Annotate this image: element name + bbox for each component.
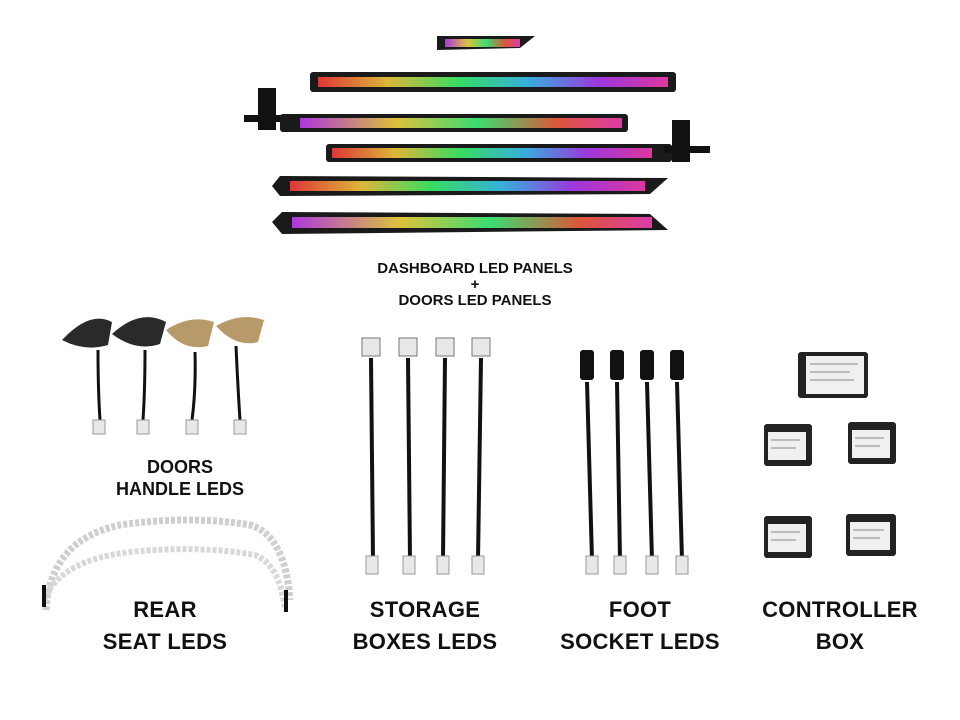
- foot-socket-caption-line1: FOOT: [608, 597, 672, 622]
- rear-seat-caption-line2: SEAT LEDS: [102, 629, 228, 654]
- storage-caption-line1: STORAGE: [369, 597, 481, 622]
- handle-led-2: [112, 317, 166, 435]
- storage-led-3: [435, 337, 455, 575]
- panel-3: [326, 120, 710, 162]
- doors-handle-caption-line1: DOORS: [146, 457, 213, 477]
- panel-2: [244, 88, 628, 132]
- storage-caption: STORAGE BOXES LEDS: [330, 594, 520, 658]
- doors-handle-caption-line2: HANDLE LEDS: [115, 479, 244, 499]
- controller-caption: CONTROLLER BOX: [745, 594, 935, 658]
- rear-seat-leds: [41, 516, 294, 612]
- dashboard-caption-plus: +: [470, 276, 480, 293]
- controller-main: [798, 352, 868, 398]
- dashboard-led-panels: [244, 36, 710, 234]
- handle-led-4: [216, 317, 264, 435]
- foot-led-3: [640, 350, 659, 575]
- handle-led-1: [62, 318, 112, 435]
- dashboard-caption-line2: DOORS LED PANELS: [398, 292, 552, 309]
- doors-handle-caption: DOORS HANDLE LEDS: [70, 456, 290, 500]
- rear-seat-caption: REAR SEAT LEDS: [60, 594, 270, 658]
- controller-caption-line2: BOX: [815, 629, 865, 654]
- dashboard-caption-line1: DASHBOARD LED PANELS: [377, 260, 573, 277]
- rear-seat-caption-line1: REAR: [133, 597, 197, 622]
- storage-led-1: [361, 337, 381, 575]
- foot-socket-caption: FOOT SOCKET LEDS: [540, 594, 740, 658]
- controller-boxes: [764, 352, 896, 558]
- storage-led-4: [471, 337, 491, 575]
- controller-5: [846, 514, 896, 556]
- foot-led-2: [610, 350, 627, 575]
- handle-led-3: [166, 319, 214, 435]
- foot-socket-leds: [580, 350, 689, 575]
- controller-caption-line1: CONTROLLER: [762, 597, 918, 622]
- foot-led-1: [580, 350, 599, 575]
- storage-led-2: [398, 337, 418, 575]
- dashboard-caption: DASHBOARD LED PANELS + DOORS LED PANELS: [330, 260, 620, 310]
- door-handle-leds: [62, 317, 264, 435]
- controller-2: [764, 424, 812, 466]
- controller-3: [848, 422, 896, 464]
- storage-box-leds: [361, 337, 491, 575]
- controller-4: [764, 516, 812, 558]
- foot-socket-caption-line2: SOCKET LEDS: [560, 629, 720, 654]
- foot-led-4: [670, 350, 689, 575]
- storage-caption-line2: BOXES LEDS: [352, 629, 498, 654]
